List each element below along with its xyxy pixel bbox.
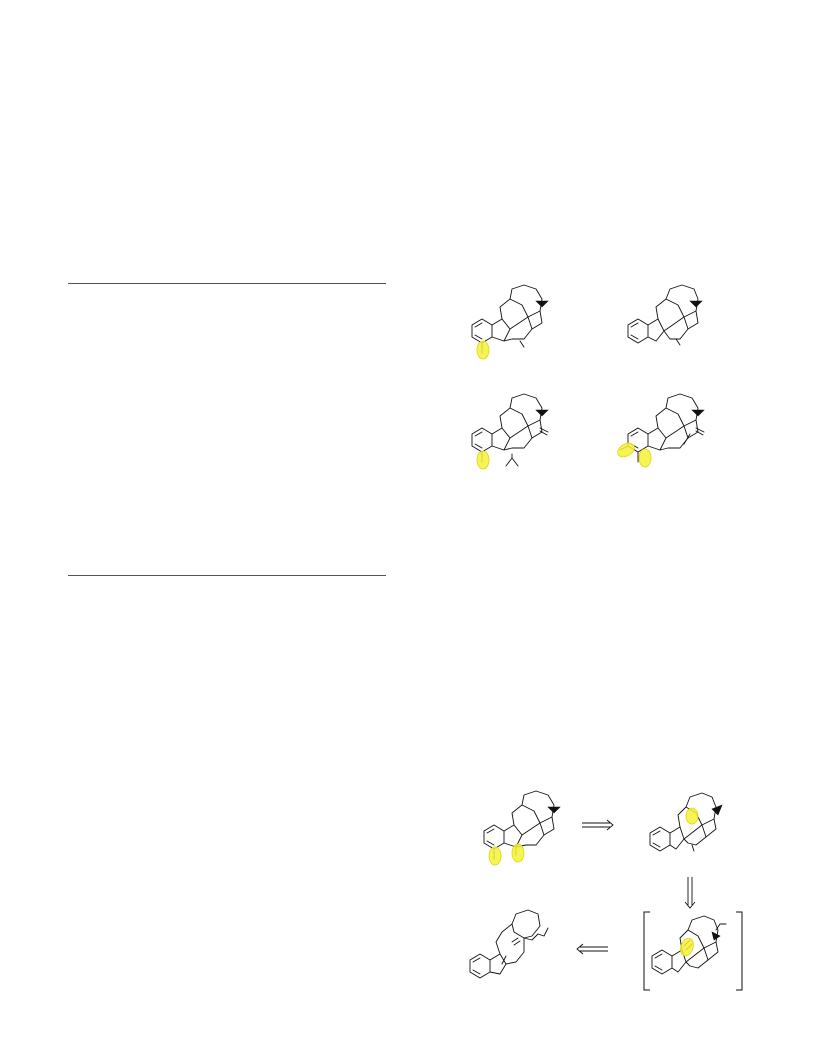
- structure-middle-right: [614, 392, 724, 477]
- skeleton-lines: [627, 284, 699, 346]
- highlight-oval: [680, 937, 694, 957]
- stereo-wedge: [535, 300, 549, 308]
- retro-arrow-down: [684, 876, 696, 910]
- skeleton-lines: [469, 909, 549, 979]
- highlight-oval: [617, 442, 635, 458]
- separator-rule-bottom: [68, 575, 386, 576]
- retro-intermediate-1: [646, 785, 736, 865]
- structure-middle-left: [462, 392, 572, 477]
- retro-precursor: [466, 908, 566, 983]
- stereo-wedge: [691, 409, 705, 417]
- highlight-oval: [488, 846, 502, 866]
- retro-arrow-right: [581, 819, 615, 831]
- highlight-oval: [511, 843, 525, 863]
- bracket-right: [736, 911, 743, 991]
- bracket-left: [643, 911, 650, 991]
- structure-top-right: [624, 283, 734, 368]
- highlight-oval: [685, 807, 699, 825]
- stereo-wedge: [547, 806, 561, 814]
- skeleton-lines: [471, 284, 543, 354]
- stereo-wedge: [711, 804, 723, 816]
- stereo-wedge: [711, 931, 721, 941]
- highlight-oval: [638, 448, 652, 468]
- retro-target: [478, 785, 578, 875]
- retro-intermediate-bracketed: [640, 910, 746, 992]
- skeleton-lines: [651, 915, 727, 975]
- structure-top-left: [462, 283, 572, 368]
- skeleton-lines: [649, 792, 717, 852]
- stereo-wedge: [535, 409, 549, 417]
- stereo-wedge: [689, 300, 703, 308]
- retro-arrow-left: [575, 943, 609, 955]
- separator-rule-top: [68, 283, 386, 284]
- highlight-oval: [476, 340, 490, 360]
- highlight-oval: [476, 450, 490, 470]
